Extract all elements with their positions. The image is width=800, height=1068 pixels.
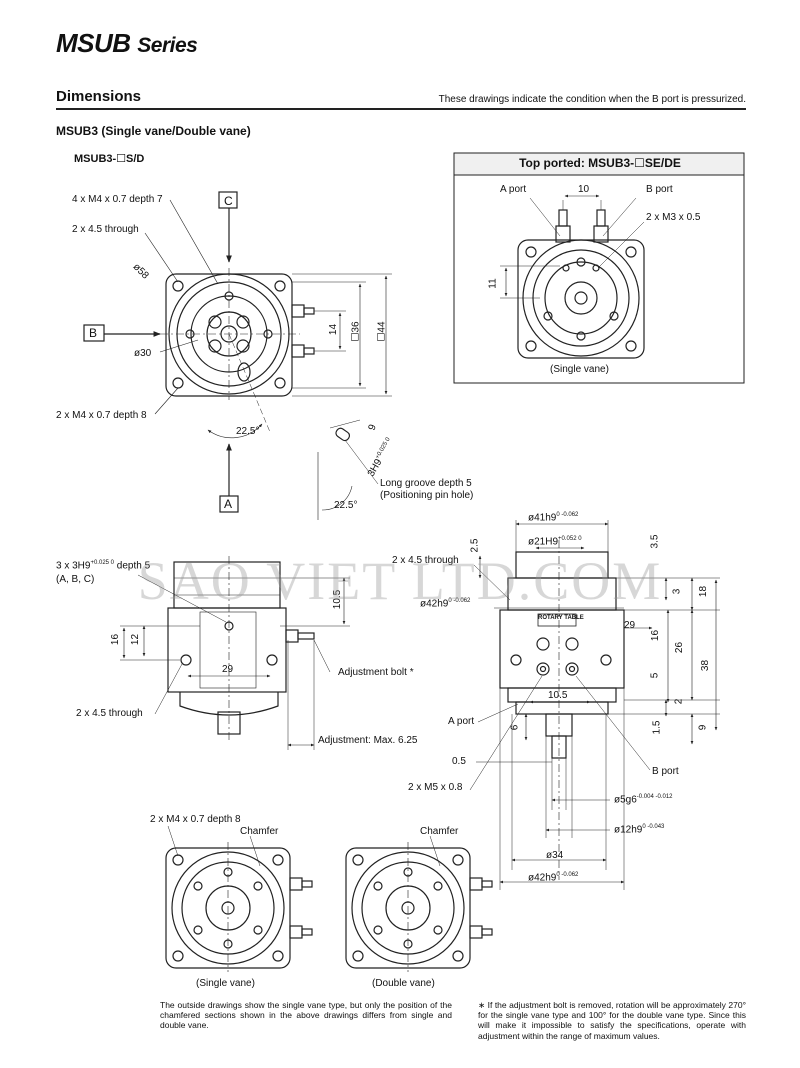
a-view-label: A: [224, 497, 233, 511]
b-view-label: B: [89, 326, 98, 340]
sv-d5-text: ø5g6: [614, 794, 637, 806]
fv-abc-label: (A, B, C): [56, 574, 95, 585]
sq36-label: ☐36: [350, 321, 362, 342]
angle-pin: 22.5°: [334, 500, 358, 511]
series-title: MSUB Series: [56, 28, 198, 59]
tp-dim-11: 11: [487, 278, 499, 289]
sv-d42-small-tol: 0 -0.062: [448, 598, 471, 604]
bv-chamfer-double: Chamfer: [420, 826, 459, 837]
series-sub: Series: [137, 34, 198, 57]
through-hole-label: 2 x 4.5 through: [72, 224, 139, 235]
fv-through-label: 2 x 4.5 through: [76, 708, 143, 719]
sv-dim-3: 3: [671, 588, 683, 595]
d30-label: ø30: [134, 348, 152, 359]
sv-d42-small: ø42h90 -0.062: [420, 598, 470, 609]
tp-m3-label: 2 x M3 x 0.5: [646, 212, 701, 223]
sv-d41: ø41h90 -0.062: [528, 512, 578, 523]
fv-dim-29: 29: [222, 664, 234, 675]
bv-chamfer-single: Chamfer: [240, 826, 279, 837]
sv-d42-tol: 0 -0.062: [556, 872, 579, 878]
sv-d42-text: ø42h9: [528, 872, 557, 884]
top-view: [83, 191, 392, 520]
sv-d12-text: ø12h9: [614, 824, 643, 836]
m4-depth8-label: 2 x M4 x 0.7 depth 8: [56, 410, 147, 421]
top-ported-title: Top ported: MSUB3-☐SE/DE: [519, 156, 681, 170]
sv-through-label: 2 x 4.5 through: [392, 555, 459, 566]
note-right: ∗ If the adjustment bolt is removed, rot…: [478, 1000, 746, 1041]
model-label: MSUB3-☐S/D: [74, 153, 145, 165]
model-subheading: MSUB3 (Single vane/Double vane): [56, 124, 251, 138]
sv-dim-26: 26: [674, 641, 686, 654]
sv-d34: ø34: [546, 850, 564, 861]
top-ported-box: [453, 152, 745, 384]
bv-single-caption: (Single vane): [196, 978, 255, 989]
sv-dim-18: 18: [698, 585, 710, 598]
fv-dim-16: 16: [110, 633, 122, 646]
tp-caption: (Single vane): [550, 364, 609, 375]
sv-d12-tol: 0 -0.043: [642, 824, 665, 830]
fv-dim-12: 12: [130, 633, 142, 646]
sv-dim-9: 9: [697, 724, 709, 731]
sv-d42: ø42h90 -0.062: [528, 872, 578, 883]
sq44-label: ☐44: [376, 321, 388, 342]
sv-d42-small-text: ø42h9: [420, 598, 449, 610]
fv-dim-105: 10.5: [332, 589, 344, 610]
sv-d21: ø21H9+0.052 0: [528, 536, 582, 547]
c-view-label: C: [224, 194, 233, 208]
sv-b-port: B port: [652, 766, 679, 777]
sv-dim-35: 3.5: [649, 534, 661, 549]
sv-d21-tol: +0.052 0: [558, 536, 582, 542]
rotary-table-plate: ROTARY TABLE: [538, 615, 584, 621]
tp-dim-10: 10: [578, 184, 590, 195]
sv-d41-text: ø41h9: [528, 512, 557, 524]
groove-label: Long groove depth 5: [380, 478, 472, 489]
sv-dim-6: 6: [509, 724, 521, 731]
sv-m5-label: 2 x M5 x 0.8: [408, 782, 463, 793]
sv-dim-38: 38: [700, 659, 712, 672]
sv-a-port: A port: [448, 716, 475, 727]
sv-d5: ø5g6-0.004 -0.012: [614, 794, 673, 805]
sv-d12: ø12h90 -0.043: [614, 824, 664, 835]
sv-d5-tol: -0.004 -0.012: [636, 794, 673, 800]
sv-dim-29: 29: [624, 620, 636, 631]
section-divider: [56, 108, 746, 110]
series-main: MSUB: [56, 28, 131, 58]
m4-depth7-label: 4 x M4 x 0.7 depth 7: [72, 194, 163, 205]
bv-m4-label: 2 x M4 x 0.7 depth 8: [150, 814, 241, 825]
sv-dim-5: 5: [649, 672, 661, 679]
sv-dim-25: 2.5: [469, 538, 481, 553]
sv-dim-105: 10.5: [548, 690, 568, 701]
sv-d21-text: ø21H9: [528, 536, 559, 548]
sv-dim-05: 0.5: [452, 756, 466, 767]
sv-d41-tol: 0 -0.062: [556, 512, 579, 518]
sv-dim-16: 16: [650, 629, 662, 642]
fv-h9-tol: +0.025 0: [90, 560, 114, 566]
tp-b-port: B port: [646, 184, 673, 195]
front-view: [120, 556, 350, 750]
bottom-double-view: [345, 835, 493, 972]
sv-dim-2: 2: [673, 698, 685, 705]
section-note: These drawings indicate the condition wh…: [438, 94, 746, 105]
section-title: Dimensions: [56, 88, 142, 105]
fv-h9-text: 3 x 3H9: [56, 560, 91, 572]
fv-adj-bolt: Adjustment bolt *: [338, 667, 414, 678]
fv-h9-label: 3 x 3H9+0.025 0 depth 5: [56, 560, 150, 571]
dim-14: 14: [328, 323, 340, 336]
note-left: The outside drawings show the single van…: [160, 1000, 452, 1031]
fv-adj-max: Adjustment: Max. 6.25: [318, 735, 418, 746]
bottom-single-view: [165, 825, 313, 972]
angle-top: 22.5°: [236, 426, 260, 437]
tp-a-port: A port: [500, 184, 527, 195]
fv-depth5: depth 5: [116, 560, 151, 572]
groove-sub-label: (Positioning pin hole): [380, 490, 474, 501]
bv-double-caption: (Double vane): [372, 978, 435, 989]
sv-dim-15: 1.5: [651, 720, 663, 735]
side-view: [469, 520, 720, 890]
